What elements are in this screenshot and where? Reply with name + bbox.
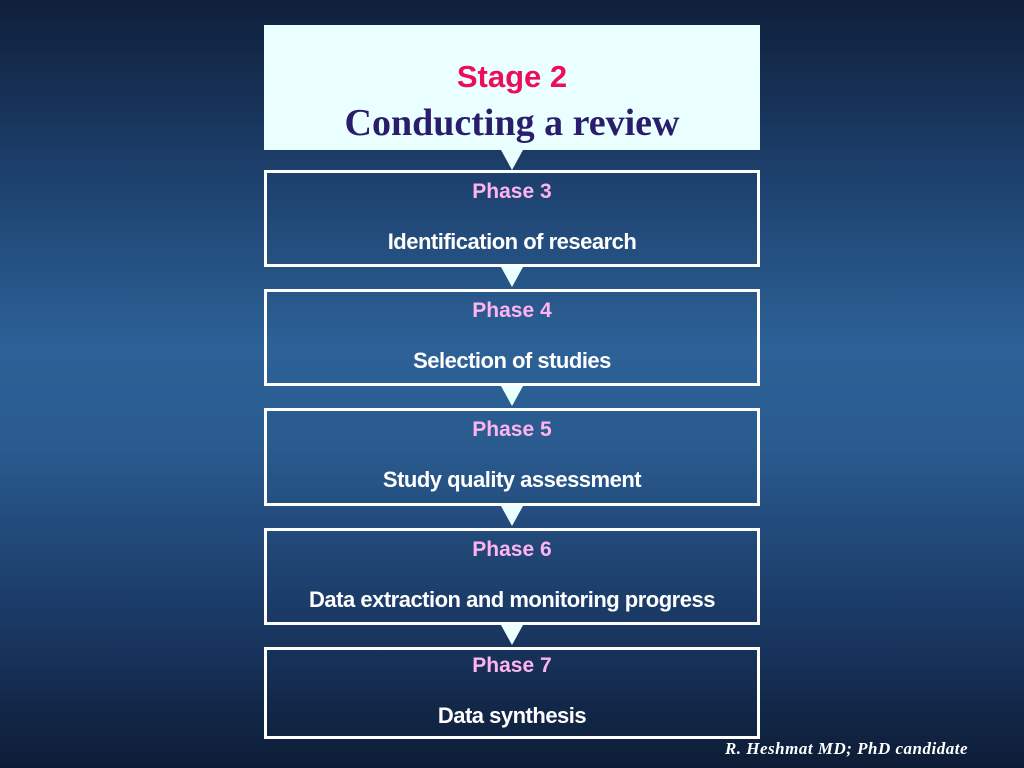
phase-label: Phase 5 [472, 418, 552, 441]
arrow-phase-4-to-phase-5 [501, 386, 523, 406]
stage-title: Conducting a review [344, 102, 680, 144]
phase-text: Data synthesis [437, 703, 587, 728]
phase-box-6: Phase 6 Data extraction and monitoring p… [264, 528, 760, 625]
phase-text: Data extraction and monitoring progress [309, 587, 715, 612]
phase-text: Study quality assessment [382, 467, 642, 492]
phase-label: Phase 4 [472, 299, 552, 322]
phase-box-7: Phase 7 Data synthesis [264, 647, 760, 739]
phase-box-4: Phase 4 Selection of studies [264, 289, 760, 386]
author-credit: R. Heshmat MD; PhD candidate [724, 739, 968, 758]
arrow-phase-3-to-phase-4 [501, 267, 523, 287]
phase-text: Identification of research [387, 229, 637, 254]
arrow-stage-to-phase-3 [501, 150, 523, 170]
phase-label: Phase 6 [472, 538, 552, 561]
phase-box-3: Phase 3 Identification of research [264, 170, 760, 267]
stage-label: Stage 2 [456, 59, 568, 94]
arrow-phase-5-to-phase-6 [501, 506, 523, 526]
arrow-phase-6-to-phase-7 [501, 625, 523, 645]
phase-label: Phase 3 [472, 180, 552, 203]
phase-text: Selection of studies [413, 348, 611, 373]
phase-box-5: Phase 5 Study quality assessment [264, 408, 760, 506]
stage-box: Stage 2 Conducting a review [264, 25, 760, 150]
phase-label: Phase 7 [472, 654, 552, 677]
